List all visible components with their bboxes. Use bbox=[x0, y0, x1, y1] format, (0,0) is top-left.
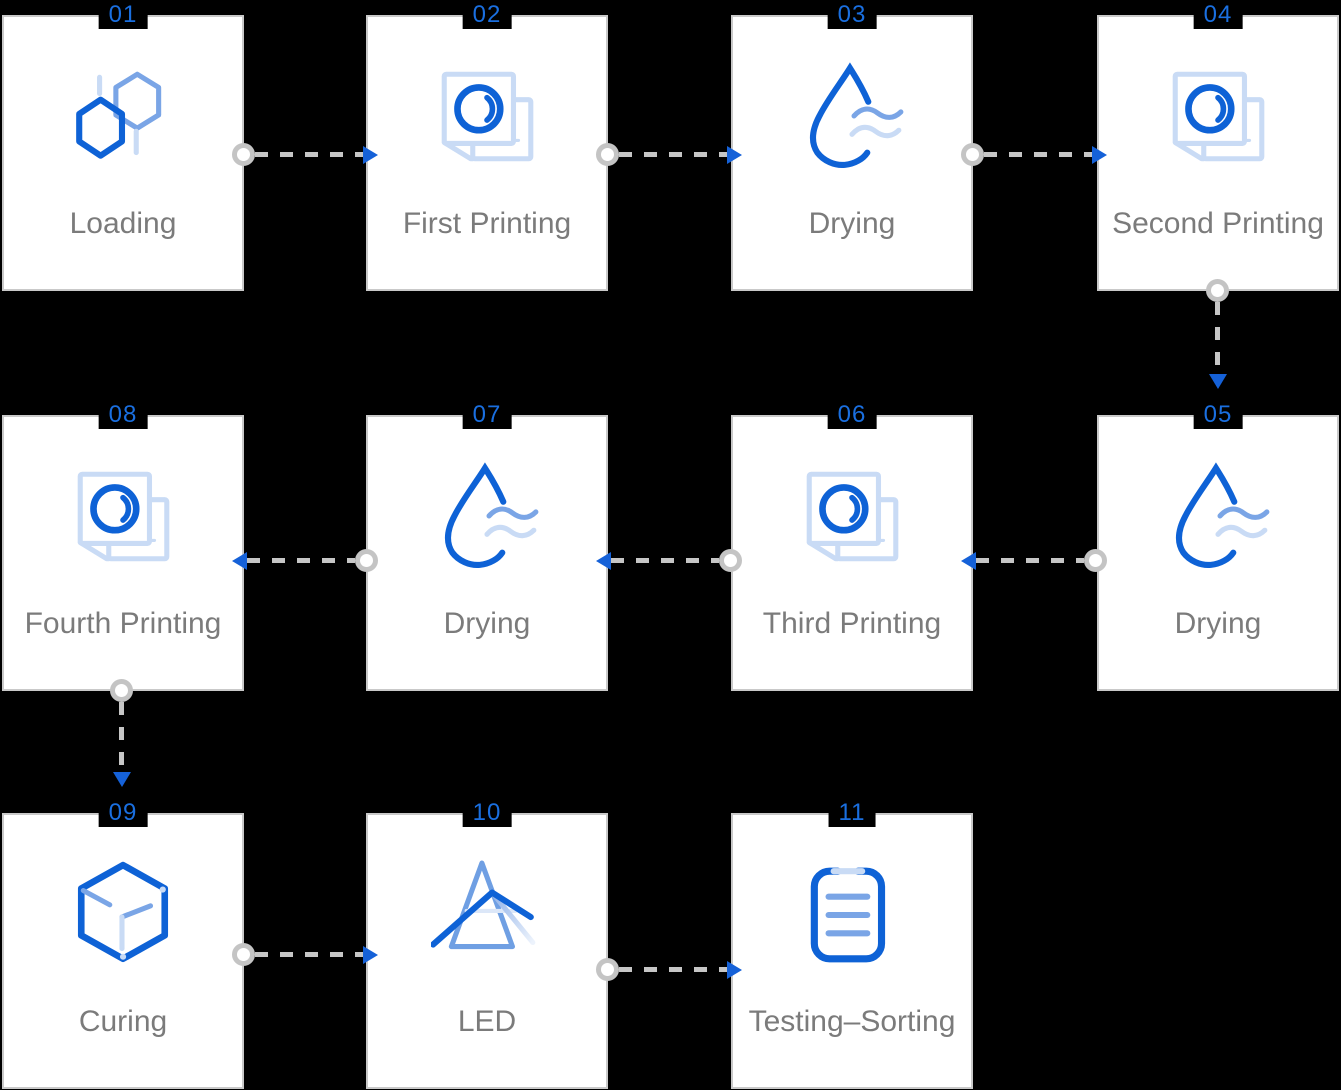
dashed-line bbox=[255, 952, 363, 957]
arrowhead-down-icon bbox=[1208, 374, 1227, 389]
connector-01-02 bbox=[232, 143, 378, 166]
step-number: 11 bbox=[828, 799, 876, 827]
connector-dot bbox=[961, 143, 984, 166]
arrowhead-right-icon bbox=[1092, 145, 1107, 164]
step-card-second-printing: 04 Second Printing bbox=[1097, 1, 1339, 291]
connector-dot bbox=[1206, 279, 1229, 302]
dashed-line bbox=[247, 558, 355, 563]
arrowhead-left-icon bbox=[232, 551, 247, 570]
step-label: Third Printing bbox=[762, 607, 942, 640]
dashed-line bbox=[984, 152, 1092, 157]
step-card-testing-sorting: 11 Testing–Sorting bbox=[731, 799, 973, 1089]
step-card-first-printing: 02 First Printing bbox=[366, 1, 608, 291]
step-label: Second Printing bbox=[1112, 207, 1324, 240]
dashed-line bbox=[119, 702, 124, 772]
step-label: Testing–Sorting bbox=[748, 1005, 956, 1038]
prism-icon bbox=[431, 859, 543, 971]
step-number: 10 bbox=[462, 799, 512, 827]
dashed-line bbox=[619, 967, 727, 972]
connector-dot bbox=[719, 549, 742, 572]
arrowhead-down-icon bbox=[112, 772, 131, 787]
step-label: Curing bbox=[78, 1005, 168, 1038]
clipboard-icon bbox=[796, 859, 908, 971]
dashed-line bbox=[1215, 302, 1220, 374]
hexagons-icon bbox=[67, 61, 179, 173]
step-number: 06 bbox=[827, 401, 877, 429]
dashed-line bbox=[611, 558, 719, 563]
dashed-line bbox=[255, 152, 363, 157]
step-label: First Printing bbox=[402, 207, 572, 240]
step-card-third-printing: 06 Third Printing bbox=[731, 401, 973, 691]
connector-07-08 bbox=[232, 549, 378, 572]
step-number: 03 bbox=[827, 1, 877, 29]
step-label: Fourth Printing bbox=[24, 607, 222, 640]
printing-icon bbox=[796, 461, 908, 573]
step-label: Drying bbox=[808, 207, 896, 240]
connector-06-07 bbox=[596, 549, 742, 572]
step-number: 05 bbox=[1193, 401, 1243, 429]
step-number: 04 bbox=[1193, 1, 1243, 29]
step-card-curing: 09 Curing bbox=[2, 799, 244, 1089]
step-card-drying-3: 07 Drying bbox=[366, 401, 608, 691]
step-card-drying-1: 03 Drying bbox=[731, 1, 973, 291]
arrowhead-left-icon bbox=[596, 551, 611, 570]
connector-10-11 bbox=[596, 958, 742, 981]
connector-dot bbox=[596, 958, 619, 981]
step-label: Drying bbox=[443, 607, 531, 640]
step-label: Loading bbox=[69, 207, 177, 240]
arrowhead-right-icon bbox=[363, 145, 378, 164]
arrowhead-left-icon bbox=[961, 551, 976, 570]
step-number: 09 bbox=[98, 799, 148, 827]
connector-04-05 bbox=[1206, 279, 1229, 389]
arrowhead-right-icon bbox=[727, 145, 742, 164]
printing-icon bbox=[1162, 61, 1274, 173]
step-number: 01 bbox=[98, 1, 148, 29]
step-label: Drying bbox=[1174, 607, 1262, 640]
connector-05-06 bbox=[961, 549, 1107, 572]
printing-icon bbox=[67, 461, 179, 573]
connector-09-10 bbox=[232, 943, 378, 966]
step-number: 07 bbox=[462, 401, 512, 429]
step-card-loading: 01 Loading bbox=[2, 1, 244, 291]
step-card-fourth-printing: 08 Fourth Printing bbox=[2, 401, 244, 691]
connector-dot bbox=[232, 143, 255, 166]
step-number: 08 bbox=[98, 401, 148, 429]
connector-dot bbox=[232, 943, 255, 966]
water-drop-icon bbox=[1162, 461, 1274, 573]
connector-02-03 bbox=[596, 143, 742, 166]
dashed-line bbox=[619, 152, 727, 157]
step-label: LED bbox=[457, 1005, 517, 1038]
arrowhead-right-icon bbox=[727, 960, 742, 979]
connector-dot bbox=[355, 549, 378, 572]
water-drop-icon bbox=[431, 461, 543, 573]
step-card-drying-2: 05 Drying bbox=[1097, 401, 1339, 691]
arrowhead-right-icon bbox=[363, 945, 378, 964]
dashed-line bbox=[976, 558, 1084, 563]
water-drop-icon bbox=[796, 61, 908, 173]
step-number: 02 bbox=[462, 1, 512, 29]
connector-dot bbox=[596, 143, 619, 166]
connector-03-04 bbox=[961, 143, 1107, 166]
connector-dot bbox=[1084, 549, 1107, 572]
connector-08-09 bbox=[110, 679, 133, 787]
printing-icon bbox=[431, 61, 543, 173]
step-card-led: 10 LED bbox=[366, 799, 608, 1089]
connector-dot bbox=[110, 679, 133, 702]
cube-icon bbox=[67, 859, 179, 971]
